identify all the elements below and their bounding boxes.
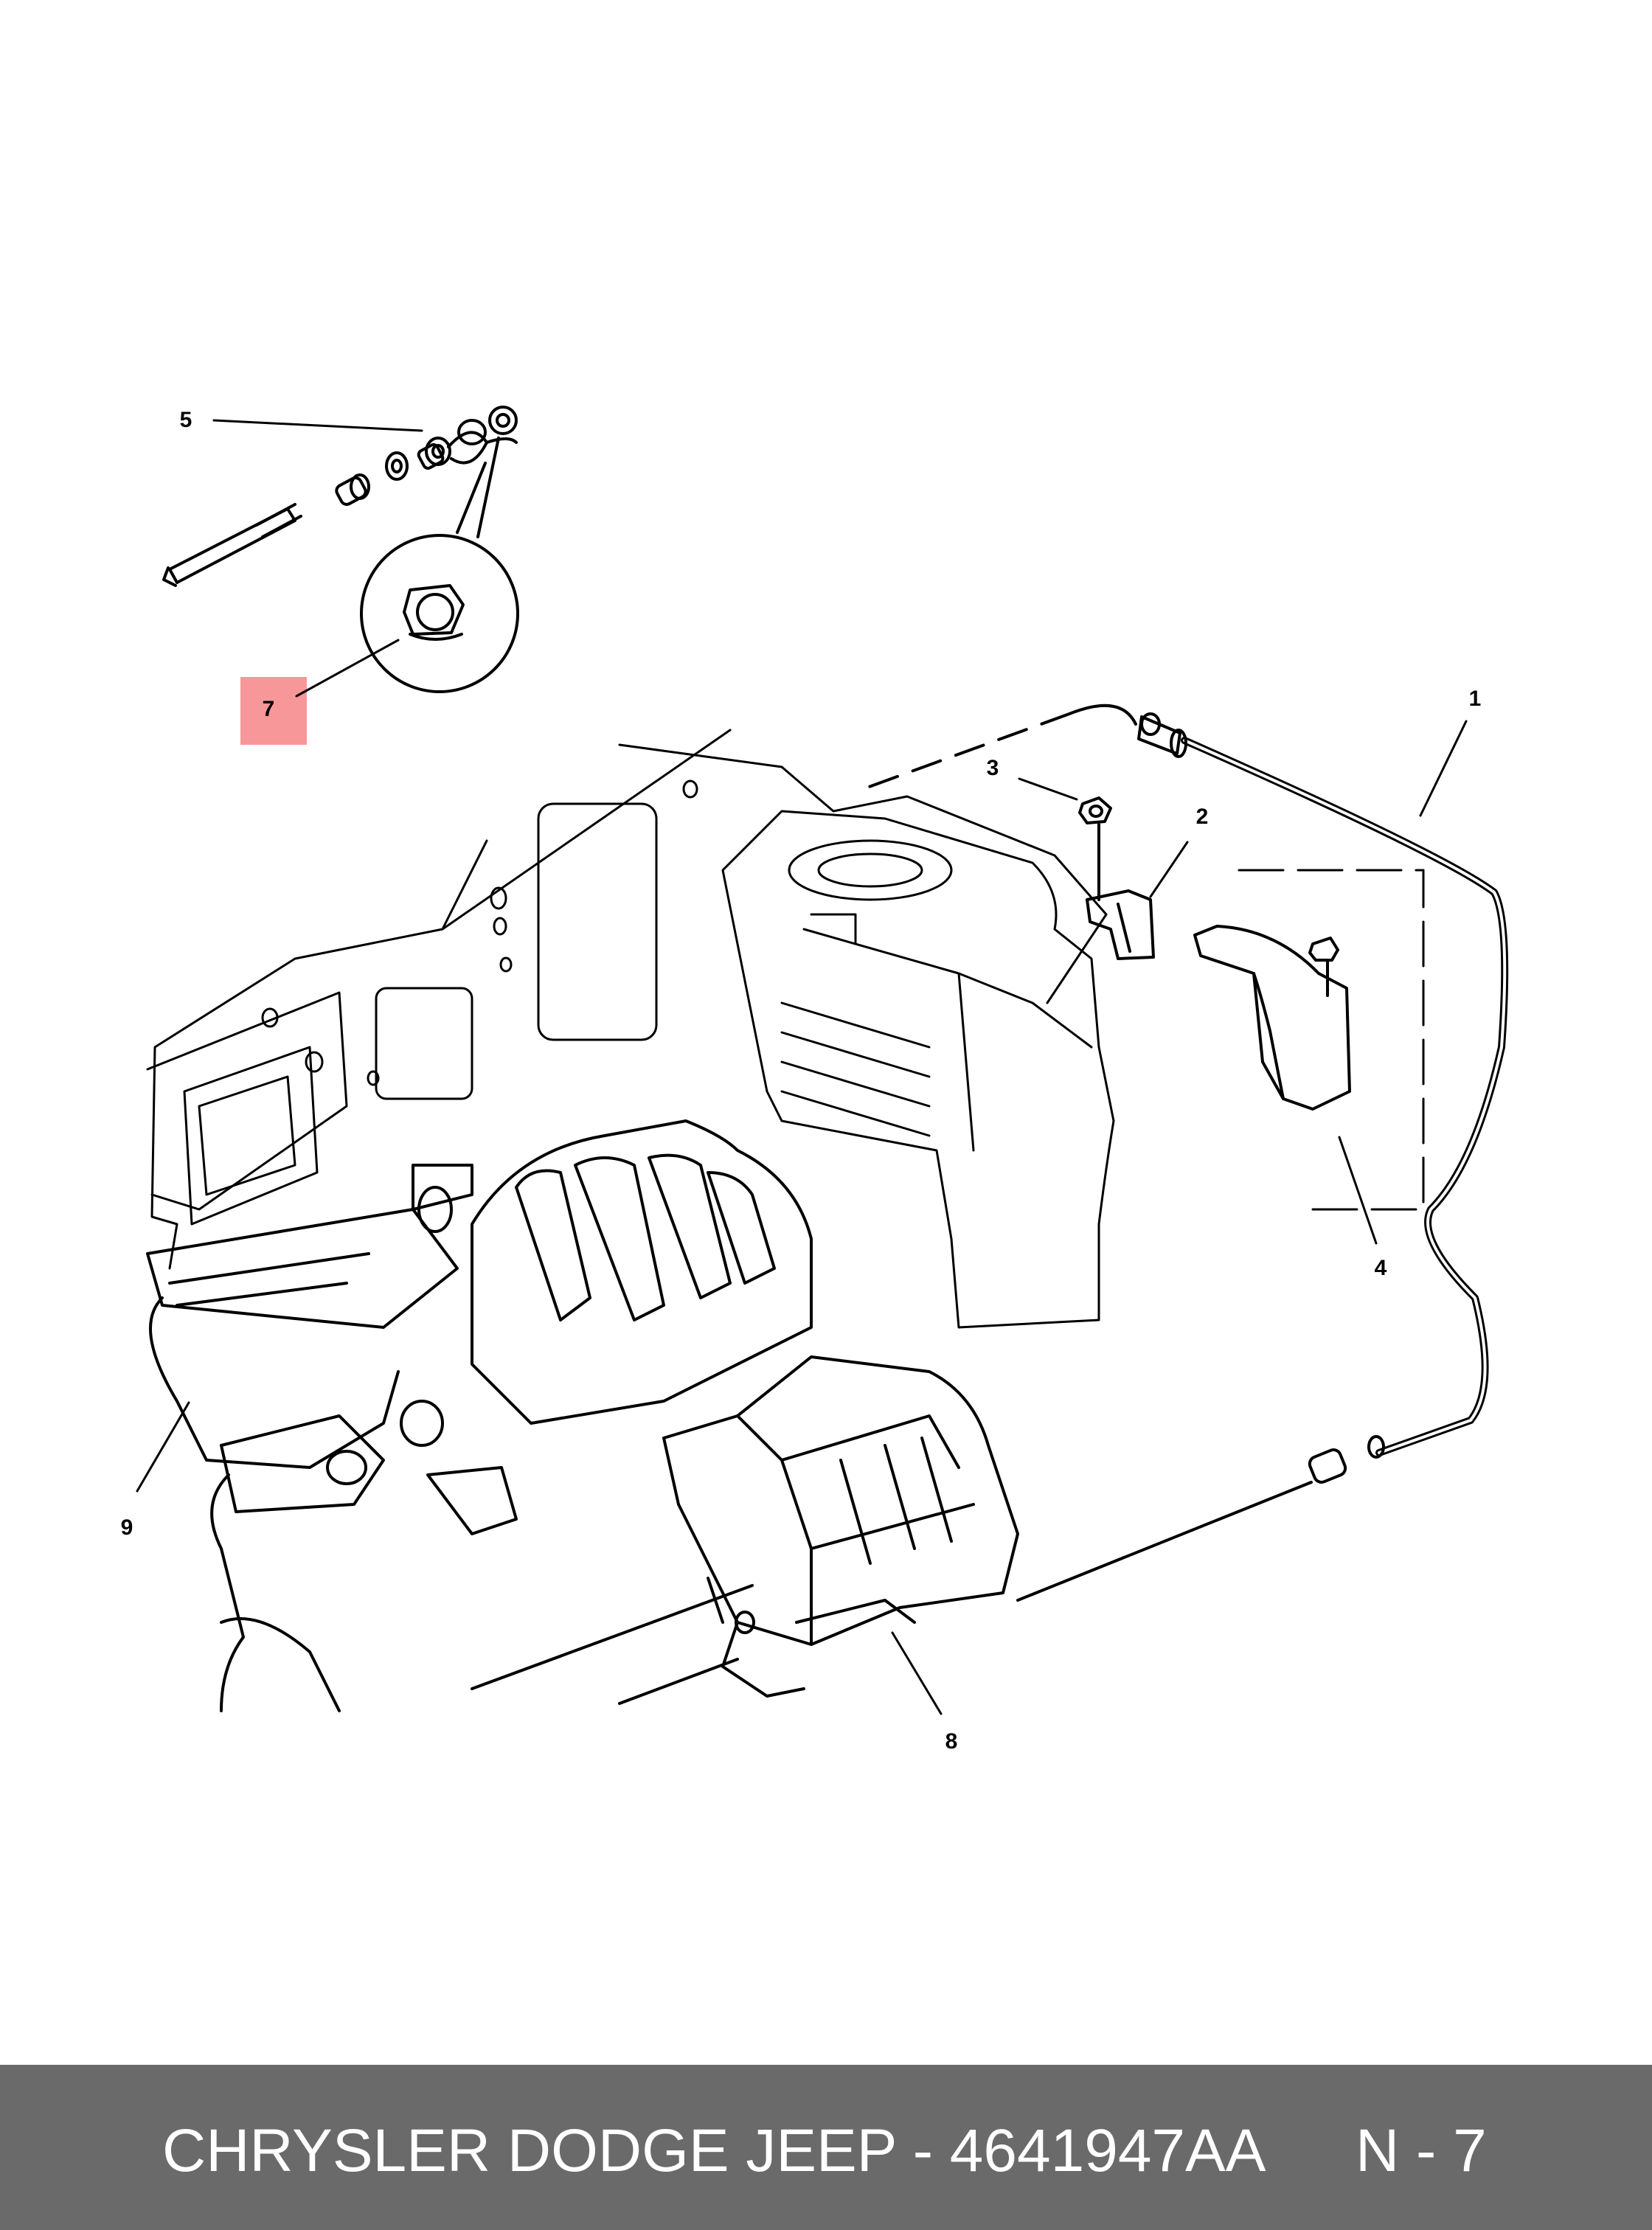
callout-7: 7 <box>262 697 275 721</box>
callout-7-highlight <box>240 677 307 745</box>
footer-bar: CHRYSLER DODGE JEEP - 4641947AA N - 7 <box>0 2065 1652 2230</box>
part-3-nut <box>1078 796 1112 901</box>
firewall-panel <box>146 729 1108 1270</box>
footer-code: N - 7 <box>1356 2117 1487 2184</box>
leader-lines <box>136 419 1468 1715</box>
footer-title: CHRYSLER DODGE JEEP - 4641947AA <box>162 2117 1266 2184</box>
callout-9: 9 <box>120 1515 133 1540</box>
callout-3: 3 <box>986 756 999 780</box>
callout-4: 4 <box>1374 1256 1387 1280</box>
part-4-mount <box>1193 869 1425 1211</box>
part-8-transmission <box>471 1355 1019 1705</box>
cowl-housing <box>721 810 1115 1329</box>
parts-diagram <box>136 406 1509 1715</box>
part-2-bracket <box>1086 889 1155 960</box>
part-5-rod-assembly <box>162 406 518 587</box>
callout-1: 1 <box>1468 687 1482 711</box>
engine-intake-manifold <box>146 1119 813 1712</box>
callout-5: 5 <box>179 408 192 432</box>
callout-2: 2 <box>1195 805 1209 829</box>
part-7-detail-circle <box>360 437 519 693</box>
part-1-cable <box>861 704 1509 1602</box>
callout-8: 8 <box>945 1729 958 1754</box>
